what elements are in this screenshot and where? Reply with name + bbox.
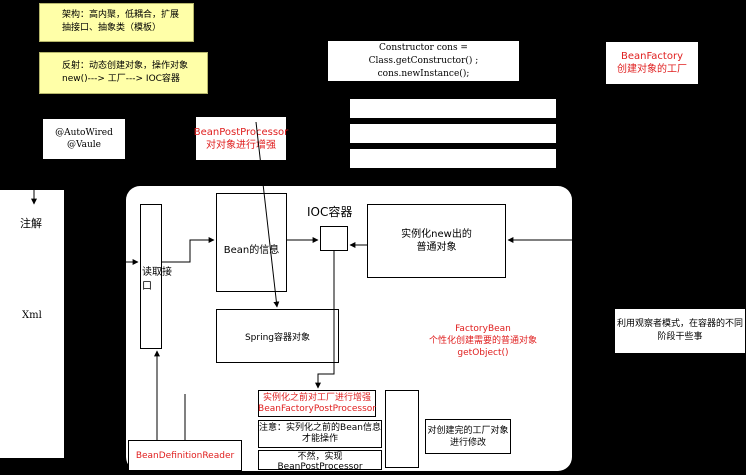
observer-pattern-text: 利用观察者模式，在容器的不同 阶段干些事 xyxy=(616,319,743,342)
bfpp-note-text: 注意：实列化之前的Bean信息 才能操作 xyxy=(259,423,381,444)
architecture-note: 架构：高内聚，低耦合，扩展 抽接口、抽象类（模板） xyxy=(39,3,194,42)
constructor-code-text: Constructor cons = Class.getConstructor(… xyxy=(368,42,479,79)
arrow-side-to-bfpp xyxy=(315,251,335,389)
bean-factory-box: BeanFactory 创建对象的工厂 xyxy=(606,42,698,84)
bfpp-side-box xyxy=(385,390,419,468)
bfpp-text: 实例化之前对工厂进行增强 BeanFactoryPostProcessor xyxy=(258,392,376,414)
left-panel: 注解 Xml xyxy=(0,190,64,458)
modify-factory-box: 对创建完的工厂对象 进行修改 xyxy=(425,419,511,454)
spring-object-box: Spring容器对象 xyxy=(216,309,339,363)
bfpp-note-box: 注意：实列化之前的Bean信息 才能操作 xyxy=(258,420,382,448)
reader-interface-box xyxy=(140,204,162,349)
ioc-container-title: IOC容器 xyxy=(307,205,353,219)
bpp-line-to-spring-object xyxy=(255,121,280,308)
spring-object-text: Spring容器对象 xyxy=(244,332,311,343)
reflection-note-text: 反射：动态创建对象，操作对象 new()---> 工厂---> IOC容器 xyxy=(62,61,189,84)
bean-definition-reader-text: BeanDefinitionReader xyxy=(135,450,235,461)
autowired-text: @AutoWired @Vaule xyxy=(55,128,113,150)
bean-post-processor-text: BeanPostProcessor 对对象进行增强 xyxy=(193,126,289,151)
stack-bar-2 xyxy=(350,124,556,143)
bean-definition-reader-box: BeanDefinitionReader xyxy=(128,440,242,471)
autowired-box: @AutoWired @Vaule xyxy=(42,118,126,160)
reader-interface-text: 读取接 口 xyxy=(142,267,172,292)
reflection-note: 反射：动态创建对象，操作对象 new()---> 工厂---> IOC容器 xyxy=(39,52,208,94)
annotation-label: 注解 xyxy=(20,217,42,230)
bean-post-processor-box: BeanPostProcessor 对对象进行增强 xyxy=(193,116,289,161)
instantiate-box: 实例化new出的 普通对象 xyxy=(367,204,506,278)
bean-info-side-box xyxy=(320,226,348,251)
instantiate-text: 实例化new出的 普通对象 xyxy=(401,229,472,253)
bfpp-box: 实例化之前对工厂进行增强 BeanFactoryPostProcessor xyxy=(258,390,376,417)
arrow-reader-to-bean-info xyxy=(162,237,215,263)
bean-info-box: Bean的信息 xyxy=(216,193,287,292)
bean-factory-text: BeanFactory 创建对象的工厂 xyxy=(617,51,687,75)
bpp-else-box: 不然，实现BeanPostProcessor xyxy=(258,450,382,472)
architecture-note-text: 架构：高内聚，低耦合，扩展 抽接口、抽象类（模板） xyxy=(62,10,180,33)
constructor-code-box: Constructor cons = Class.getConstructor(… xyxy=(327,40,520,82)
factory-bean-box: FactoryBean 个性化创建需要的普通对象 getObject() xyxy=(420,320,546,362)
stack-bar-3 xyxy=(350,149,556,168)
bpp-else-text: 不然，实现BeanPostProcessor xyxy=(277,451,363,472)
bean-info-text: Bean的信息 xyxy=(223,245,280,256)
factory-bean-text: FactoryBean 个性化创建需要的普通对象 getObject() xyxy=(428,324,537,358)
observer-pattern-box: 利用观察者模式，在容器的不同 阶段干些事 xyxy=(614,308,746,354)
modify-factory-text: 对创建完的工厂对象 进行修改 xyxy=(427,425,509,448)
xml-label: Xml xyxy=(22,310,42,321)
stack-bar-1 xyxy=(350,99,556,118)
